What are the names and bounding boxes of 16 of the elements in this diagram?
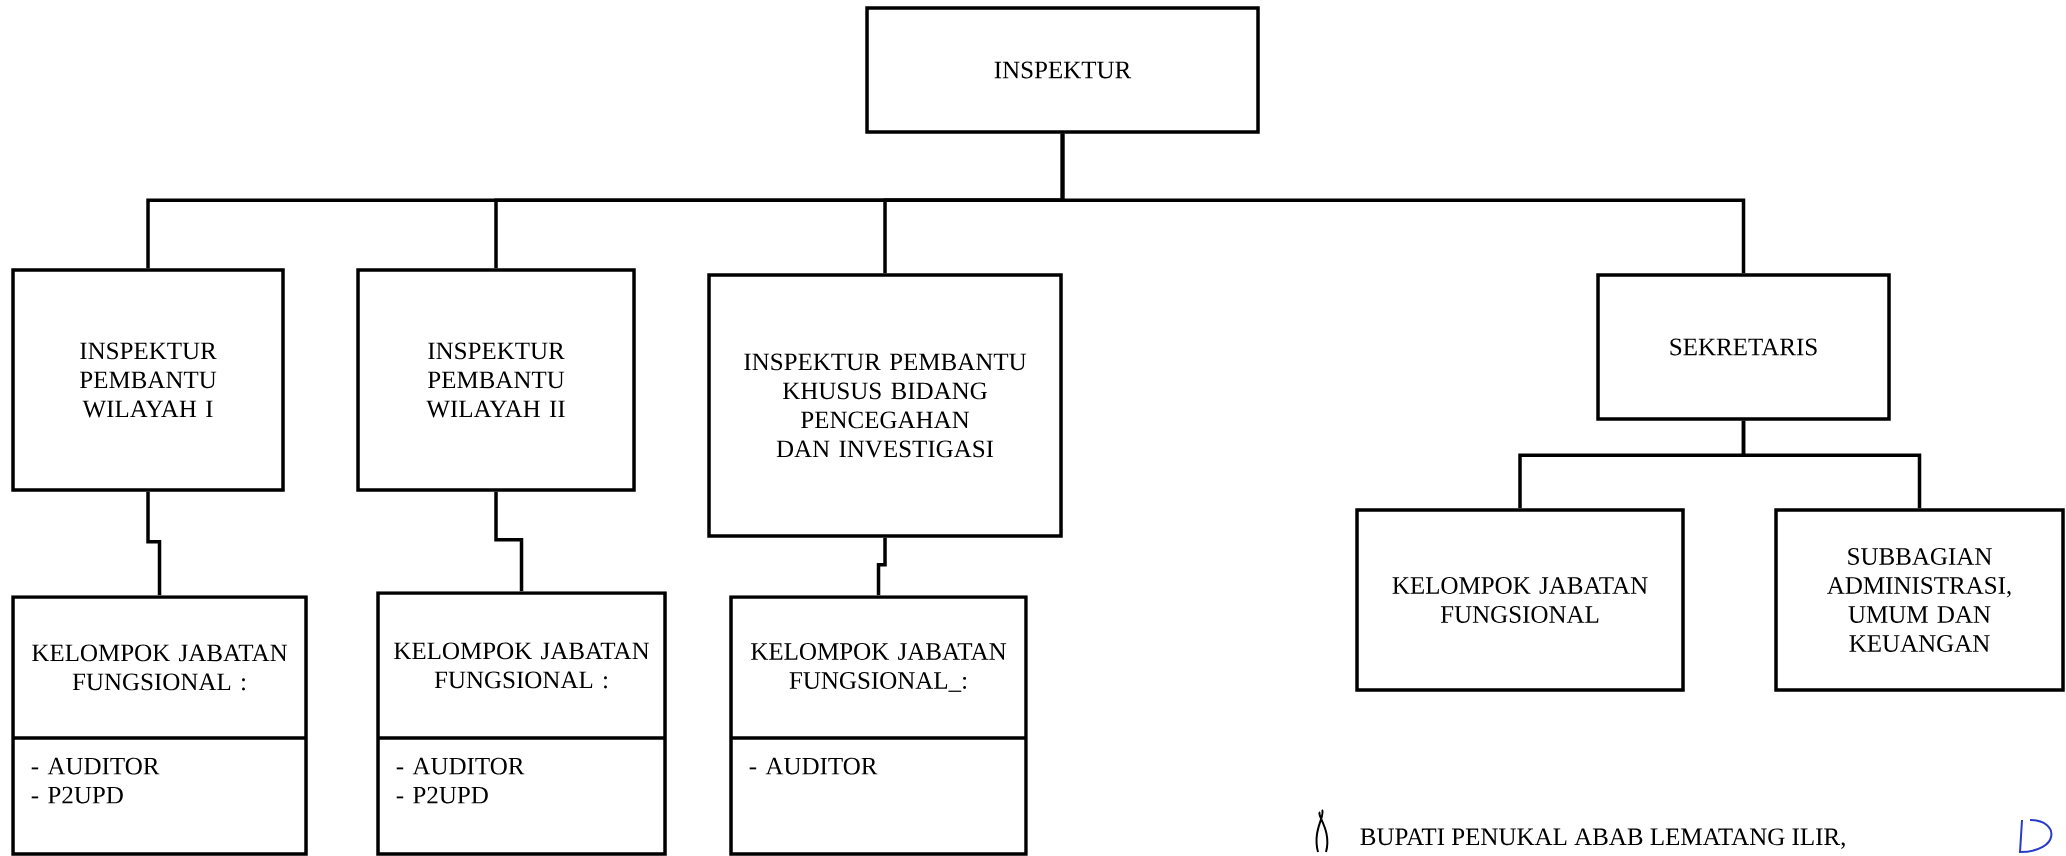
org-box: SEKRETARIS — [1596, 273, 1891, 421]
connector-line — [1741, 420, 1922, 509]
connector-line — [494, 491, 524, 592]
org-box: KELOMPOK JABATAN FUNGSIONAL_: - AUDITOR — [729, 595, 1028, 856]
connector-line — [876, 537, 887, 596]
org-box: KELOMPOK JABATAN FUNGSIONAL : - AUDITOR - P2UPD — [11, 595, 308, 856]
org-box: INSPEKTUR PEMBANTU KHUSUS BIDANG PENCEGAHAN DAN INVESTIGASI — [707, 273, 1063, 538]
org-box: KELOMPOK JABATAN FUNGSIONAL — [1355, 508, 1685, 692]
org-box: SUBBAGIAN ADMINISTRASI, UMUM DAN KEUANGAN — [1774, 508, 2065, 692]
org-box: INSPEKTUR — [865, 6, 1260, 134]
org-box: INSPEKTUR PEMBANTU WILAYAH II — [356, 268, 636, 492]
connector-line — [146, 491, 162, 596]
connector-line — [1060, 133, 1746, 274]
org-box: INSPEKTUR PEMBANTU WILAYAH I — [11, 268, 285, 492]
org-box: KELOMPOK JABATAN FUNGSIONAL : - AUDITOR - P2UPD — [376, 591, 667, 856]
signature-caption: BUPATI PENUKAL ABAB LEMATANG ILIR, — [1360, 828, 1845, 849]
